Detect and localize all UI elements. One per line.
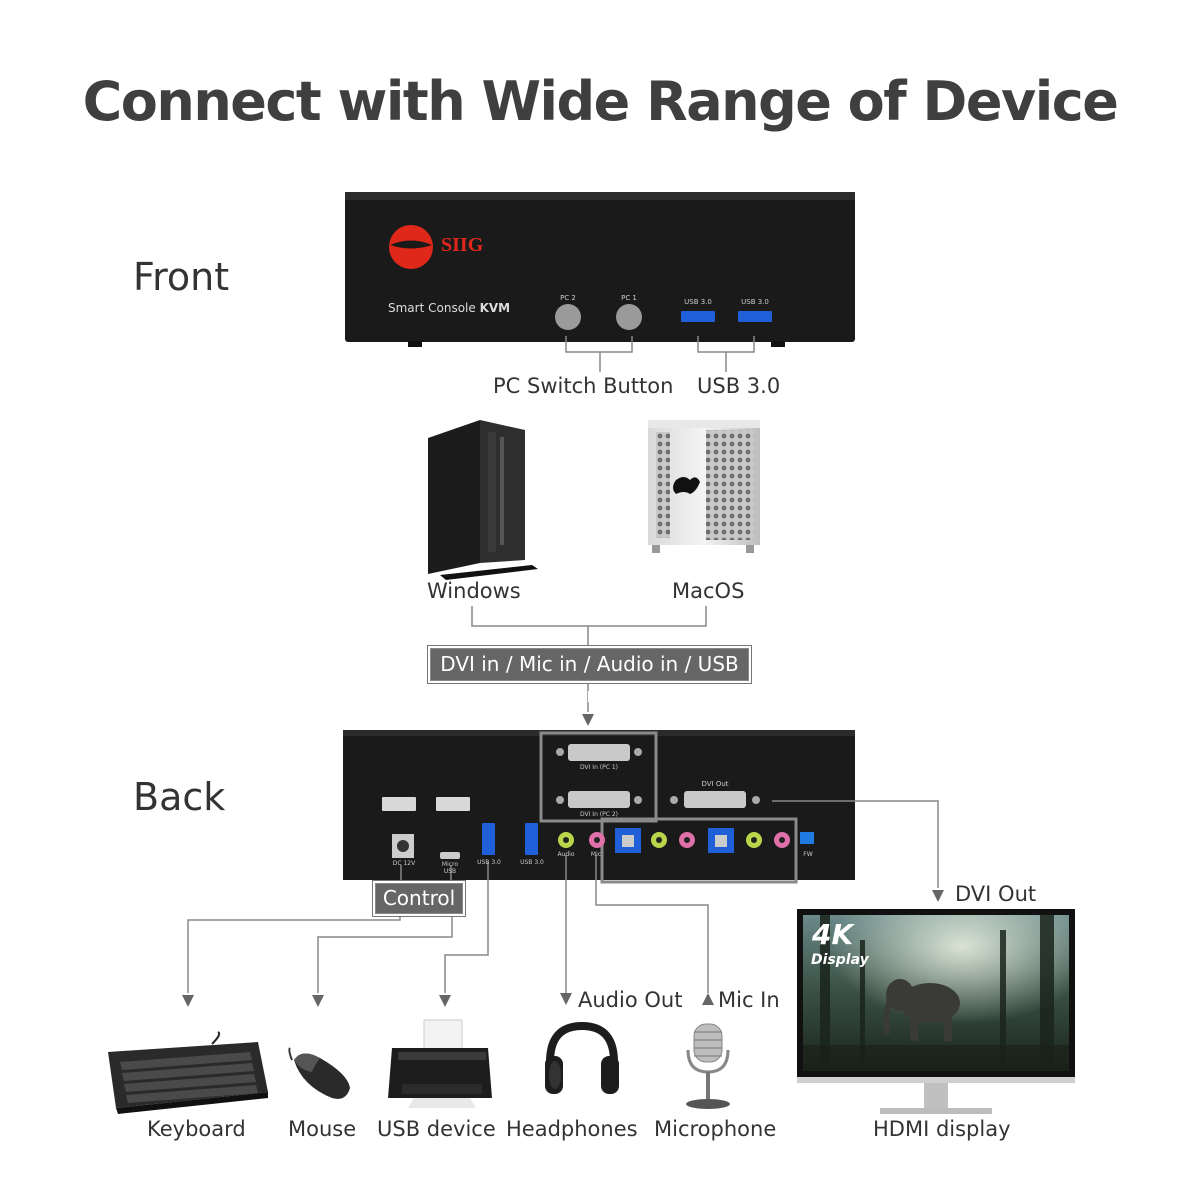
- front-usb-port-label: USB 3.0: [684, 298, 712, 306]
- mic-in-callout: Mic In: [718, 988, 780, 1012]
- siig-logo-icon: [389, 225, 433, 269]
- micro-usb-port-icon: [440, 852, 460, 859]
- page-title: Connect with Wide Range of Device: [82, 70, 1119, 133]
- dvi-out-port-label: DVI Out: [701, 780, 729, 788]
- arrow-up-icon: [702, 993, 714, 1005]
- arrow-down-icon: [182, 995, 194, 1007]
- dc-label: DC 12V: [392, 860, 416, 867]
- hdmi-display-image: [797, 909, 1075, 1114]
- pc2-button-label: PC 2: [560, 294, 576, 302]
- dvi-in-pc1-port-icon: [568, 744, 630, 761]
- keyboard-label: Keyboard: [147, 1117, 246, 1141]
- arrow-down-icon: [560, 993, 572, 1005]
- dvi-in-pc1-label: DVI In (PC 1): [580, 764, 618, 771]
- back-usb30-label: USB 3.0: [520, 859, 544, 866]
- pc-switch-callout: PC Switch Button: [493, 374, 674, 398]
- micro-usb-label: Micro USB: [441, 861, 459, 875]
- usb30-callout: USB 3.0: [697, 374, 781, 398]
- headphones-label: Headphones: [506, 1117, 638, 1141]
- front-usb-port-label: USB 3.0: [741, 298, 769, 306]
- control-label: Control: [375, 883, 463, 914]
- arrow-down-icon: [932, 890, 944, 902]
- arrow-down-icon: [312, 995, 324, 1007]
- product-name: Smart Console KVM: [388, 301, 510, 315]
- usb-port-icon: [738, 311, 772, 322]
- headphones-image: [545, 1021, 619, 1094]
- dvi-in-pc2-label: DVI In (PC 2): [580, 811, 618, 818]
- windows-label: Windows: [427, 579, 521, 603]
- printer-image: [388, 1019, 492, 1108]
- arrow-down-icon: [439, 995, 451, 1007]
- macos-label: MacOS: [672, 579, 745, 603]
- usb-port-icon: [681, 311, 715, 322]
- dvi-out-callout: DVI Out: [955, 882, 1037, 906]
- front-side-label: Front: [133, 255, 230, 299]
- product-name-bold: KVM: [479, 301, 511, 315]
- keyboard-image: [108, 1031, 268, 1114]
- elephant-icon: [883, 979, 960, 1041]
- brand-logo-text: SIIG: [441, 234, 484, 256]
- fw-label: FW: [803, 851, 813, 858]
- macos-pc-image: [648, 420, 760, 553]
- display-badge-text: Display: [811, 952, 869, 968]
- mouse-label: Mouse: [288, 1117, 357, 1141]
- audio-out-callout: Audio Out: [578, 988, 683, 1012]
- dvi-in-pc2-port-icon: [568, 791, 630, 808]
- kvm-front-unit: [345, 192, 855, 347]
- product-name-regular: Smart Console: [388, 301, 480, 315]
- usb30-port-icon: [525, 823, 538, 855]
- mouse-usb-port-icon: [436, 797, 470, 811]
- fw-switch-icon: [800, 832, 814, 844]
- display-badge-4k: 4K: [812, 918, 854, 951]
- microphone-image: [686, 1023, 730, 1109]
- pc2-switch-button-shape: [555, 304, 581, 330]
- keyboard-usb-port-icon: [382, 797, 416, 811]
- mic-port-label: Mic: [590, 851, 602, 858]
- hdmi-display-label: HDMI display: [873, 1117, 1011, 1141]
- back-usb30-label: USB 3.0: [477, 859, 501, 866]
- apple-logo-icon: [673, 477, 700, 494]
- windows-pc-image: [428, 420, 538, 580]
- mouse-image: [288, 1047, 350, 1099]
- pc1-button-label: PC 1: [621, 294, 637, 302]
- input-bus-label: DVI in / Mic in / Audio in / USB In: [430, 648, 749, 707]
- audio-port-label: Audio: [557, 851, 575, 858]
- dvi-out-port-icon: [684, 791, 746, 808]
- usb-device-label: USB device: [377, 1117, 496, 1141]
- pc1-switch-button-shape: [616, 304, 642, 330]
- back-side-label: Back: [133, 775, 226, 819]
- microphone-label: Microphone: [654, 1117, 777, 1141]
- kvm-back-unit: [343, 730, 855, 884]
- usb30-port-icon: [482, 823, 495, 855]
